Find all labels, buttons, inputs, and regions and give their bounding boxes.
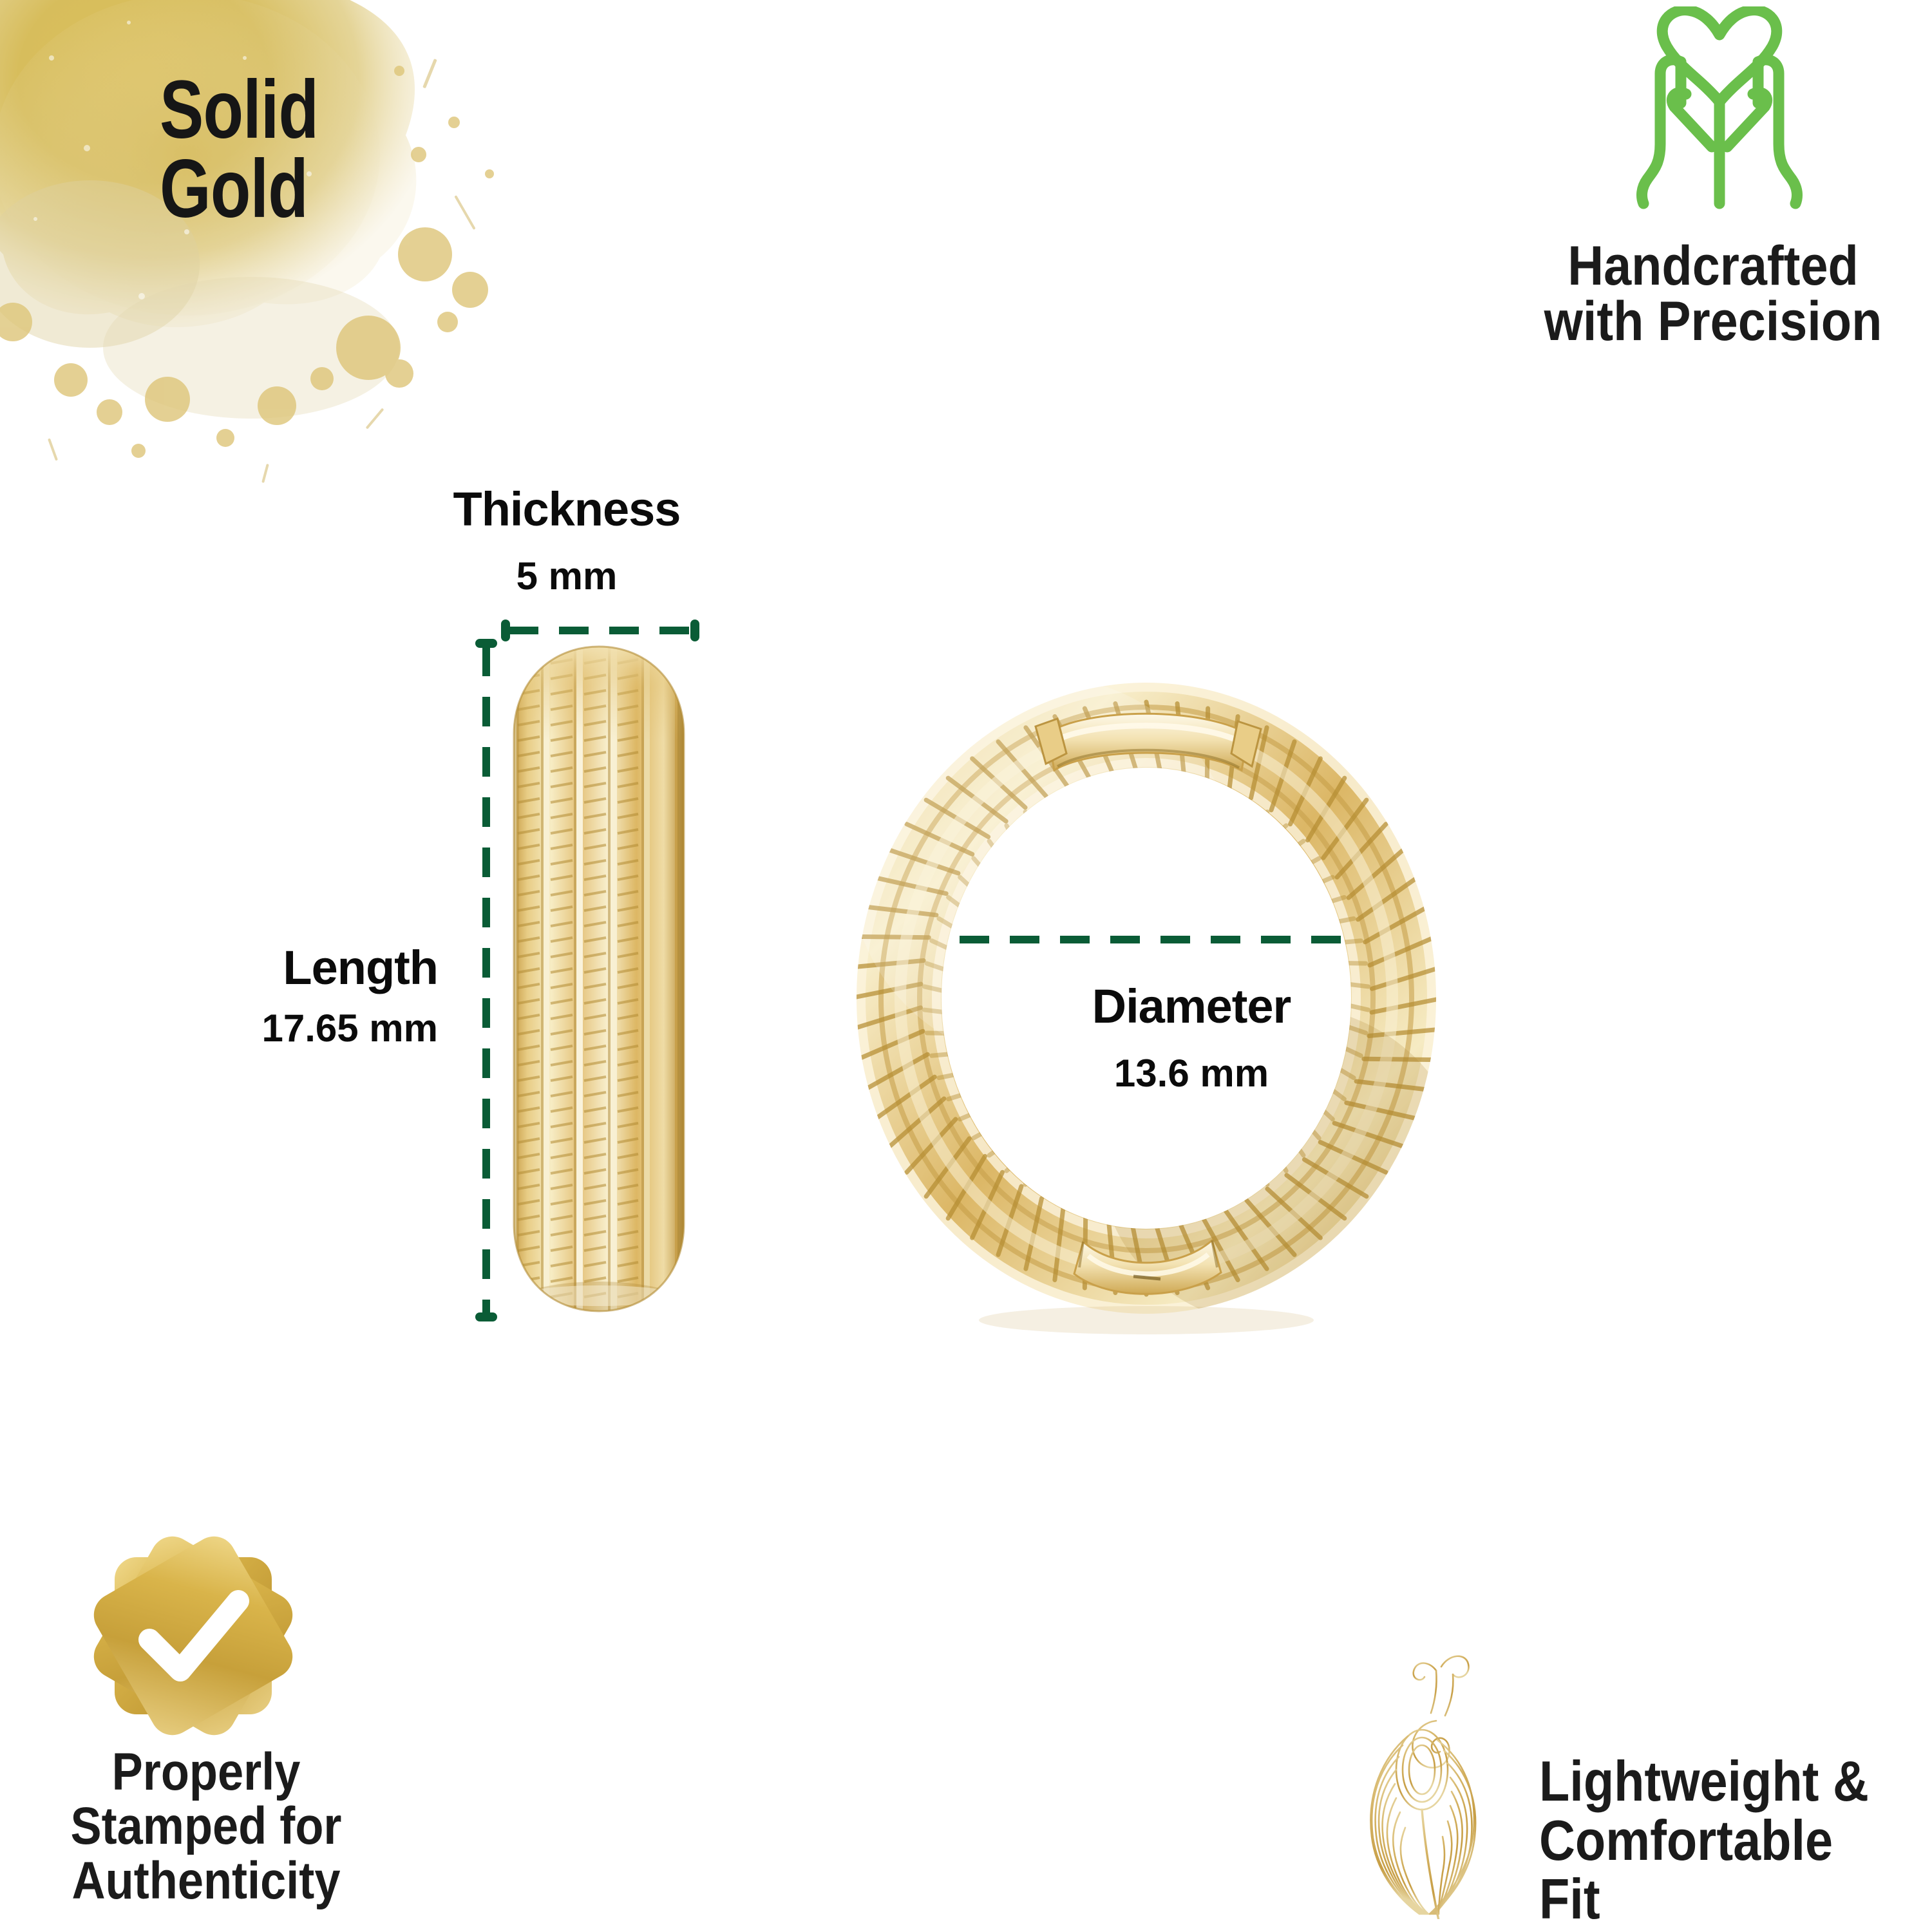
thickness-dimension-line: [501, 620, 699, 641]
earring-side-profile-image: [509, 644, 689, 1314]
dimension-cap-left: [501, 620, 510, 641]
length-dimension-line: [475, 639, 497, 1321]
thickness-value: 5 mm: [516, 554, 618, 598]
earring-hoop-front-image: [831, 657, 1462, 1340]
dimension-dashes: [509, 627, 692, 634]
lightweight-title: Lightweight & Comfortable Fit: [1539, 1749, 1869, 1931]
solid-gold-title: Solid Gold: [160, 64, 319, 235]
dimension-cap-right: [690, 620, 699, 641]
thickness-label: Thickness: [453, 482, 681, 536]
gold-paint-splash-icon: [0, 0, 554, 528]
gold-peacock-feather-icon: [1340, 1649, 1539, 1932]
dimension-cap-top: [475, 639, 497, 648]
hands-holding-heart-icon: [1604, 5, 1835, 219]
authenticity-title: Properly Stamped for Authenticity: [70, 1743, 342, 1910]
dimension-dashes: [482, 647, 490, 1314]
handcrafted-title: Handcrafted with Precision: [1544, 235, 1882, 352]
length-value: 17.65 mm: [261, 1007, 438, 1050]
lightweight-badge: Lightweight & Comfortable Fit: [1327, 1649, 1932, 1932]
length-label: Length: [283, 941, 439, 994]
handcrafted-badge: Handcrafted with Precision: [1501, 5, 1926, 399]
authenticity-badge: Properly Stamped for Authenticity: [0, 1533, 412, 1932]
gold-starburst-check-icon: [90, 1533, 296, 1739]
dimension-cap-bottom: [475, 1312, 497, 1321]
